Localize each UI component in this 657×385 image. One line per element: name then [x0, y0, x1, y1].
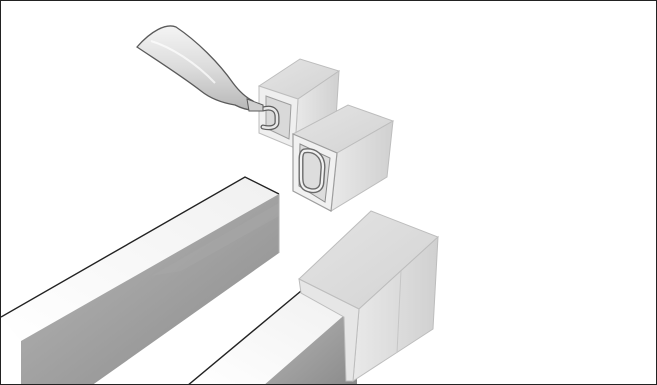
end-cap: [298, 210, 439, 382]
beam-right: [188, 290, 357, 384]
corner-cap-with-hook: [257, 58, 341, 150]
beam-left: [1, 176, 280, 384]
glue-nozzle: [136, 25, 264, 112]
corner-cap-with-ring: [291, 104, 395, 212]
